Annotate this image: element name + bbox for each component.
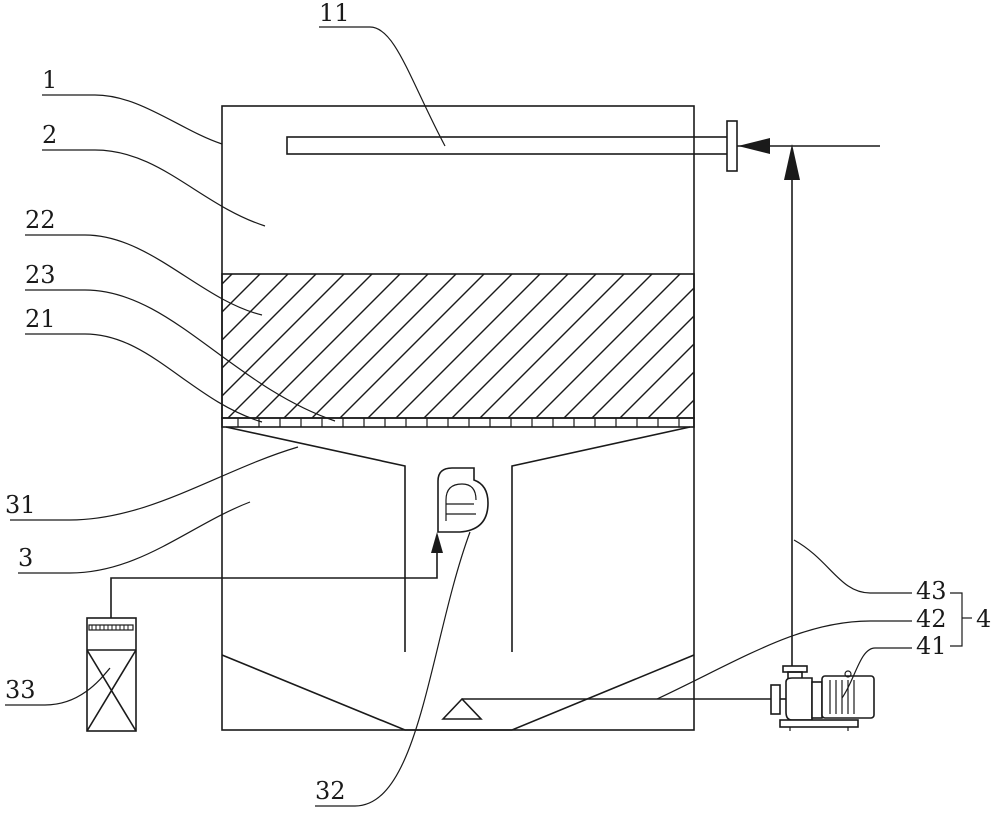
label-43: 43 (916, 577, 947, 605)
label-3: 3 (18, 544, 33, 572)
control-box (86, 617, 137, 732)
label-1: 1 (42, 66, 57, 94)
label-11: 11 (319, 0, 350, 27)
support-plate (221, 417, 695, 428)
label-31: 31 (5, 491, 36, 519)
riser-arrowhead (784, 144, 800, 180)
bottom-hopper (221, 654, 695, 731)
packing-layer (221, 273, 695, 419)
aeration-pump (437, 467, 489, 533)
distribution-pipe (286, 136, 732, 155)
left-collector (225, 426, 406, 652)
label-32: 32 (315, 777, 346, 805)
circulation-pump (770, 665, 875, 731)
air-supply-arrowhead (431, 532, 443, 553)
label-4: 4 (976, 605, 991, 633)
suction-inlet (441, 697, 483, 720)
label-2: 2 (42, 121, 57, 149)
feed-arrowhead (738, 138, 770, 154)
right-collector (511, 426, 691, 652)
air-supply-line (110, 550, 438, 618)
packing-hatch (222, 274, 694, 418)
label-42: 42 (916, 605, 947, 633)
label-41: 41 (916, 632, 947, 660)
label-22: 22 (25, 206, 56, 234)
label-23: 23 (25, 261, 56, 289)
label-21: 21 (25, 305, 56, 333)
support-plate-holes (237, 418, 680, 427)
label-33: 33 (5, 676, 36, 704)
pipe-flange (726, 120, 738, 172)
leader-lines (5, 26, 972, 807)
